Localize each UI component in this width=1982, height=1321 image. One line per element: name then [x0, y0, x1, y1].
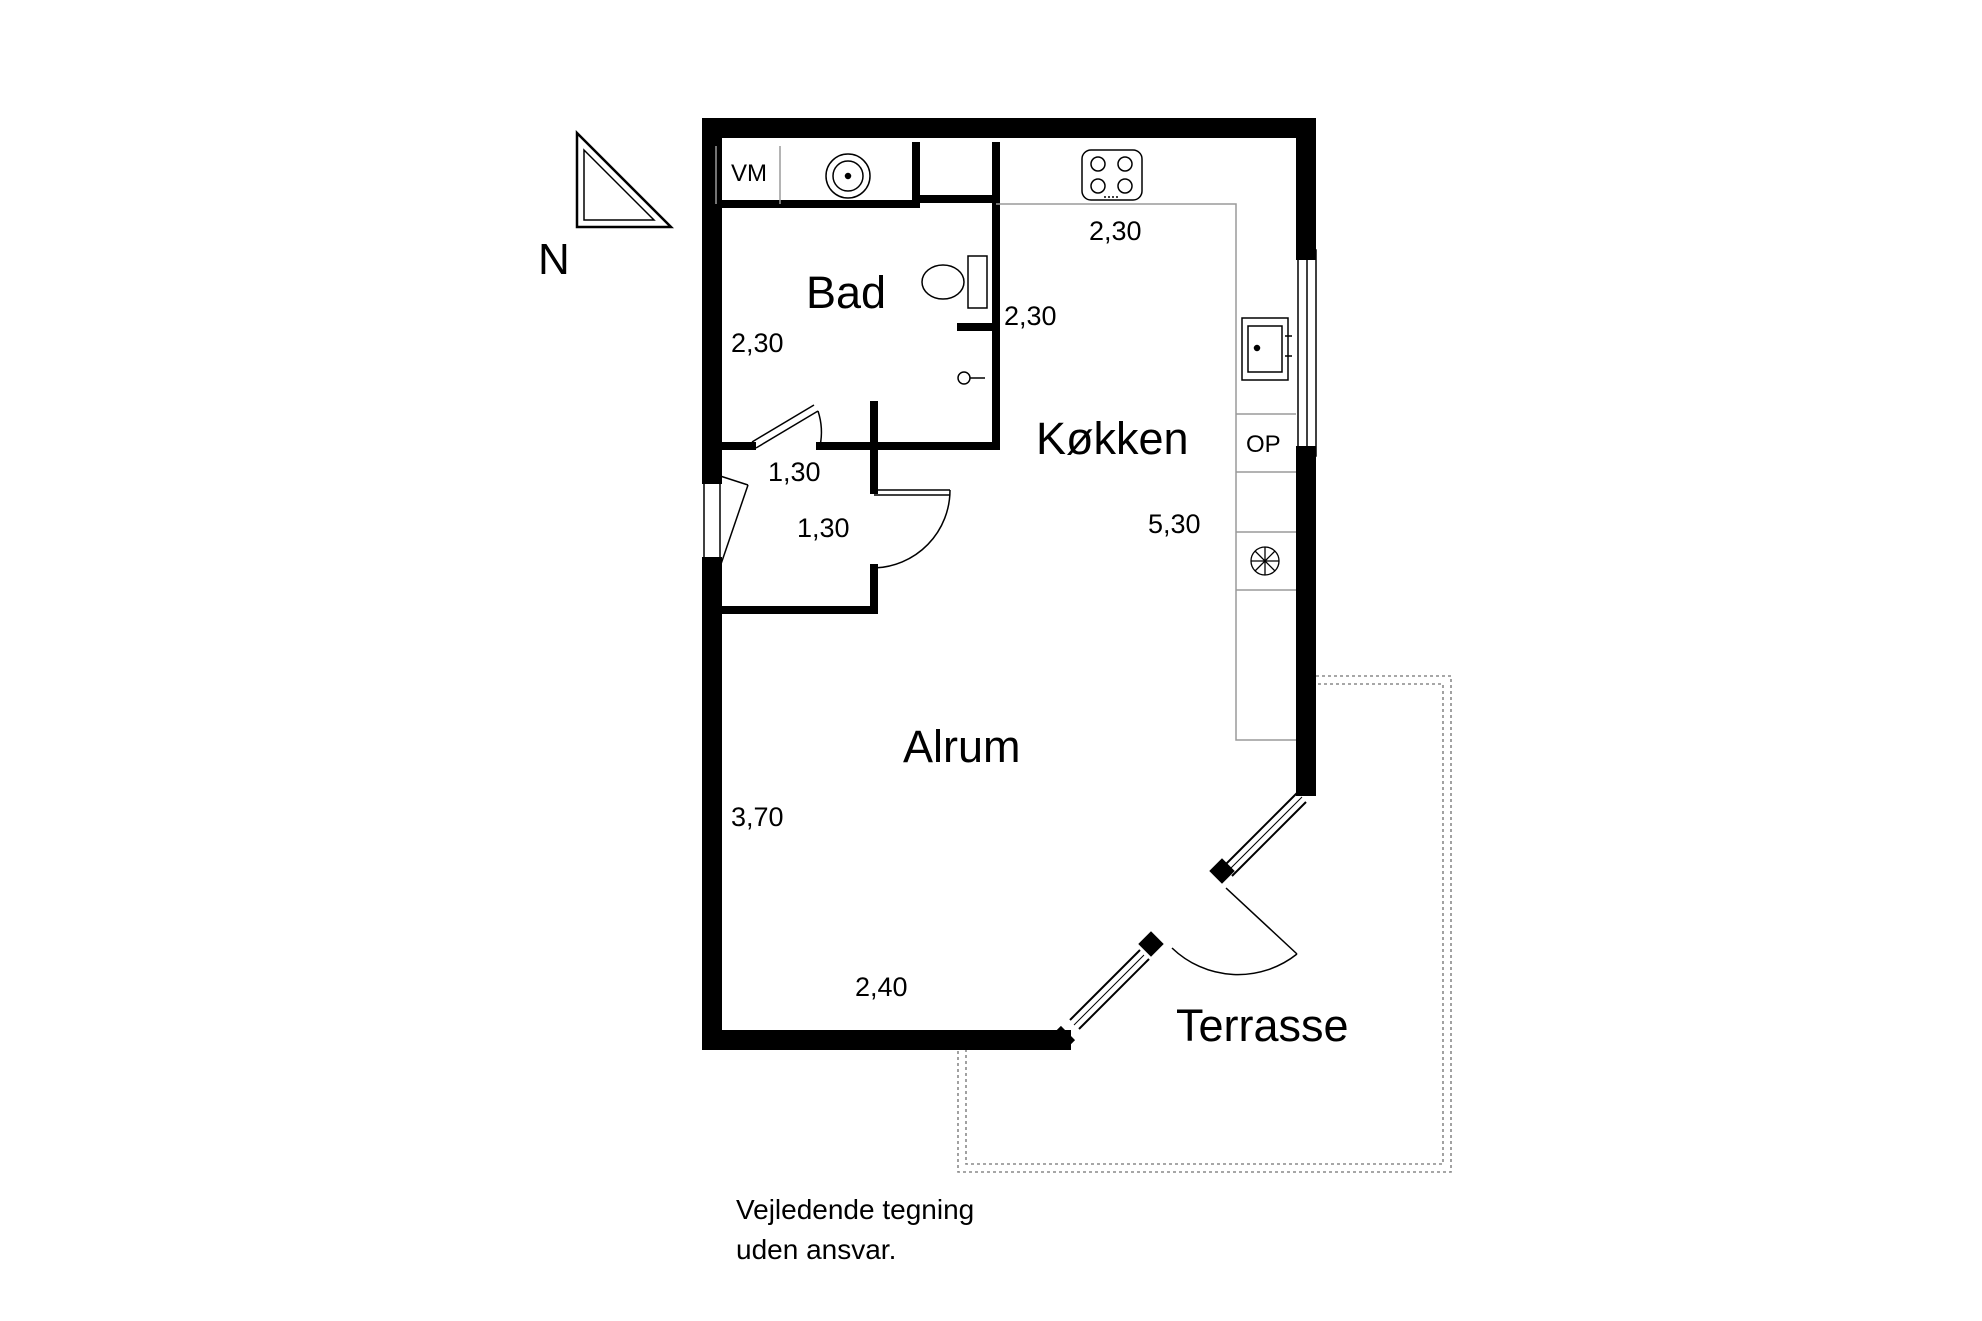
- kitchen-sink-icon: [1241, 317, 1292, 381]
- interior-walls: [712, 142, 1000, 614]
- disclaimer-line-1: Vejledende tegning: [736, 1194, 975, 1225]
- kitchen-counter: [996, 203, 1296, 741]
- cooktop-icon: [1081, 149, 1143, 201]
- room-label-kokken: Køkken: [1036, 413, 1189, 464]
- wall-post: [1209, 858, 1235, 884]
- bathroom-door[interactable]: [751, 404, 823, 449]
- north-label: N: [538, 235, 570, 284]
- dimension-label: 2,40: [855, 972, 908, 1002]
- exterior-walls: [702, 118, 1316, 1050]
- vm-label: VM: [731, 160, 767, 187]
- wall-post: [1138, 931, 1164, 957]
- bath-counter: [715, 146, 781, 204]
- disclaimer-line-2: uden ansvar.: [736, 1234, 897, 1265]
- entrance-door[interactable]: [703, 473, 749, 568]
- hall-door[interactable]: [873, 489, 951, 569]
- room-label-terrasse: Terrasse: [1176, 1000, 1349, 1051]
- disclaimer: Vejledende tegning uden ansvar.: [736, 1190, 974, 1270]
- dimension-label: 5,30: [1148, 509, 1201, 539]
- shower-drain-icon: [957, 371, 985, 385]
- dimension-label: 3,70: [731, 802, 784, 832]
- terrace-door[interactable]: [1171, 887, 1298, 976]
- north-arrow-icon: [575, 129, 675, 229]
- diagonal-window-lower: [1069, 949, 1150, 1030]
- dimension-label: 2,30: [1089, 216, 1142, 246]
- dimension-label: 1,30: [768, 457, 821, 487]
- fan-icon: [1250, 546, 1280, 576]
- dimension-label: 2,30: [731, 328, 784, 358]
- diagonal-wall: [1053, 1025, 1076, 1048]
- terrace-outline: [957, 675, 1452, 1173]
- room-label-alrum: Alrum: [903, 721, 1021, 772]
- dimension-label: 1,30: [797, 513, 850, 543]
- toilet-icon: [921, 255, 988, 309]
- room-label-bad: Bad: [806, 267, 886, 318]
- diagonal-window-upper: [1222, 791, 1307, 877]
- dimension-label: 2,30: [1004, 301, 1057, 331]
- kitchen-window: [1297, 249, 1317, 457]
- op-label: OP: [1246, 431, 1281, 458]
- sink-icon: [825, 153, 871, 199]
